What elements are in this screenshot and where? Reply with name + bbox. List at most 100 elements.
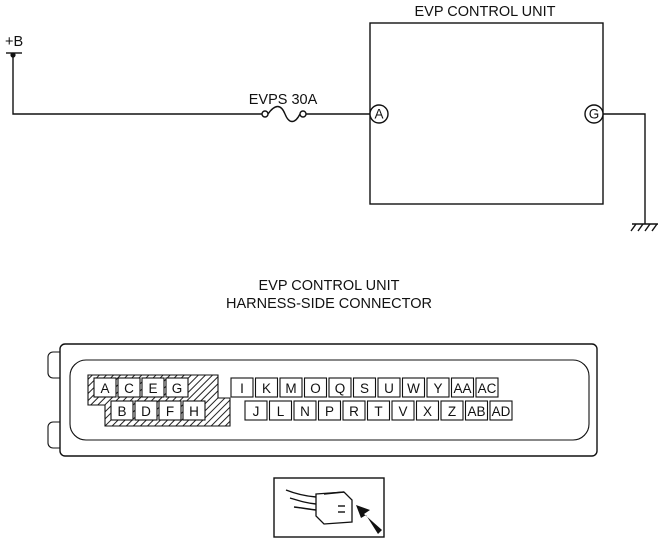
connector-title-line2: HARNESS-SIDE CONNECTOR [226,296,432,312]
pin-ac: AC [475,377,499,398]
pin-label: R [349,404,359,419]
pin-label: AD [492,404,511,419]
pin-d: D [134,400,158,421]
pin-o: O [303,377,328,398]
pin-label: AB [467,404,485,419]
pin-cell [342,400,366,421]
terminal-a [369,104,389,124]
pin-e: E [141,377,165,398]
pin-label: Q [335,381,346,396]
pin-cell [464,400,489,421]
pin-label: V [398,404,407,419]
pin-label: U [384,381,394,396]
pin-cell [475,377,499,398]
pin-h: H [182,400,206,421]
connector-section: EVP CONTROL UNIT HARNESS-SIDE CONNECTOR … [47,278,598,457]
pin-k: K [254,377,279,398]
pin-cell [268,400,293,421]
pin-c: C [117,377,141,398]
pin-label: E [148,381,157,396]
pin-cell [293,400,317,421]
pin-cell [328,377,352,398]
pin-label: L [277,404,285,419]
evp-control-unit-box [369,22,604,205]
pin-cell [426,377,450,398]
pin-label: J [253,404,260,419]
pin-cell [391,400,415,421]
pin-label: K [262,381,271,396]
pin-aa: AA [450,377,475,398]
pin-z: Z [440,400,464,421]
pin-label: B [117,404,126,419]
schematic: +B EVPS 30A EVP CONTROL UNIT A G [5,4,658,232]
view-icon-wire [289,497,317,505]
pin-label: P [325,404,334,419]
pin-p: P [317,400,342,421]
view-arrow [356,505,382,534]
pin-a: A [93,377,117,398]
pin-cell [117,377,141,398]
pin-label: I [240,381,244,396]
pin-cell [110,400,134,421]
pin-g: G [165,377,189,398]
terminal-a-label: A [374,107,383,122]
pin-t: T [366,400,391,421]
pin-r: R [342,400,366,421]
pin-label: G [172,381,183,396]
pin-label: A [100,381,109,396]
pin-label: X [423,404,432,419]
pin-m: M [279,377,303,398]
pin-cell [158,400,182,421]
pin-u: U [377,377,401,398]
pin-cell [366,400,391,421]
pin-s: S [352,377,377,398]
pin-cell [440,400,464,421]
pin-cell [244,400,268,421]
pin-label: Y [433,381,442,396]
power-label: +B [5,34,23,50]
view-icon-wire [293,506,317,511]
pin-cell [401,377,426,398]
pin-v: V [391,400,415,421]
pin-label: Z [448,404,456,419]
pin-q: Q [328,377,352,398]
pin-y: Y [426,377,450,398]
pin-label: C [124,381,134,396]
pin-label: S [360,381,369,396]
pin-n: N [293,400,317,421]
pin-label: AA [453,381,471,396]
unit-title: EVP CONTROL UNIT [415,4,556,20]
pin-cell [450,377,475,398]
pin-cell [317,400,342,421]
pin-label: O [310,381,321,396]
ground-icon [630,223,658,232]
fuse-symbol [261,105,307,123]
pin-cell [134,400,158,421]
pin-cell [165,377,189,398]
view-icon-wire [285,489,317,498]
fuse-label: EVPS 30A [249,92,318,108]
pin-cell [93,377,117,398]
supply-wire [12,55,262,115]
pin-label: T [374,404,382,419]
pin-cell [377,377,401,398]
pin-cell [254,377,279,398]
pin-label: AC [478,381,497,396]
pin-cell [182,400,206,421]
pin-label: H [189,404,199,419]
pin-w: W [401,377,426,398]
pin-label: F [166,404,174,419]
pin-label: M [285,381,296,396]
connector-title-line1: EVP CONTROL UNIT [259,278,400,294]
pin-label: N [300,404,310,419]
pin-i: I [230,377,254,398]
pin-j: J [244,400,268,421]
pin-cell [279,377,303,398]
pin-b: B [110,400,134,421]
pin-cell [415,400,440,421]
pin-label: W [407,381,420,396]
pin-cell [141,377,165,398]
pin-cell [489,400,513,421]
